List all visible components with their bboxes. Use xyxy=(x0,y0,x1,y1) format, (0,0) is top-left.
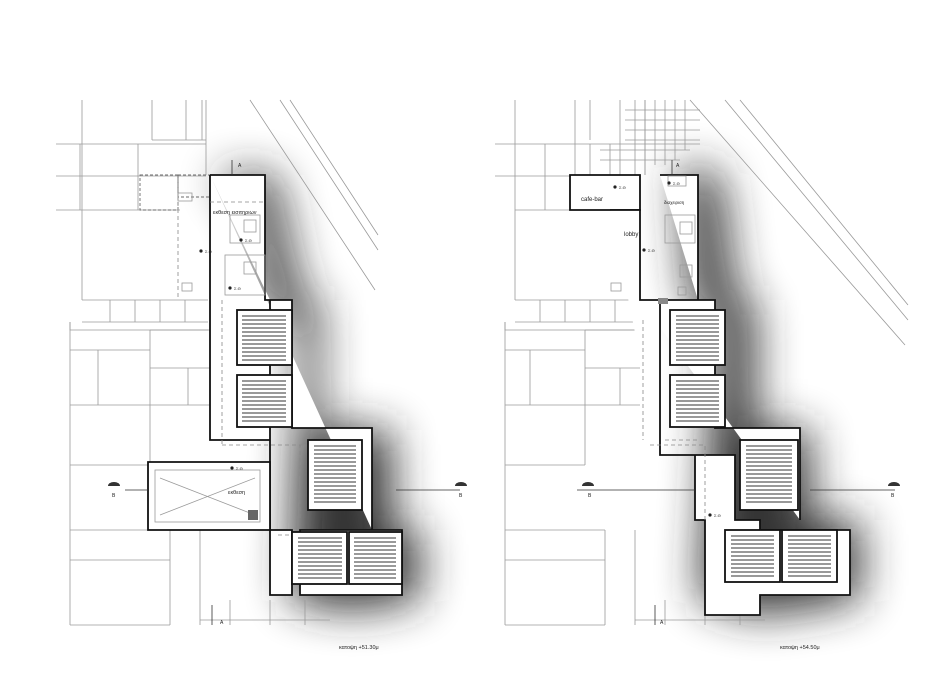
left-building xyxy=(139,174,403,596)
section-mark-a-bottom: A xyxy=(220,620,224,626)
room-label-storage: διαχειριση xyxy=(664,200,685,205)
svg-text:Σ.Θ: Σ.Θ xyxy=(245,238,252,243)
left-seating xyxy=(242,315,396,579)
svg-text:Σ.Θ: Σ.Θ xyxy=(648,248,655,253)
section-mark-b-right: B xyxy=(459,493,463,499)
section-mark-a-top: A xyxy=(238,163,242,169)
svg-text:Σ.Θ: Σ.Θ xyxy=(673,181,680,186)
right-section-lines: A A B B xyxy=(577,160,900,626)
room-label-exhibition-top: εκθεση εισιτηριων xyxy=(213,210,257,216)
left-section-lines: A A B B xyxy=(108,160,467,626)
section-mark-b-right-right: B xyxy=(891,493,895,499)
svg-text:Σ.Θ: Σ.Θ xyxy=(234,286,241,291)
right-building xyxy=(569,174,851,616)
right-plan: A A B B Σ.Θ Σ.Θ Σ.Θ Σ.Θ cafe-bar lobby δ… xyxy=(495,99,909,651)
svg-text:Σ.Θ: Σ.Θ xyxy=(236,466,243,471)
svg-text:Σ.Θ: Σ.Θ xyxy=(714,513,721,518)
room-label-cafe-bar: cafe-bar xyxy=(581,197,603,203)
left-context xyxy=(56,99,379,626)
left-plan: A A B B Σ.Θ Σ.Θ Σ.Θ Σ.Θ εκθεση εισιτηριω… xyxy=(56,99,467,651)
left-plan-caption: κατοψη +51.30μ xyxy=(339,645,379,651)
room-label-exhibition: εκθεση xyxy=(228,490,245,496)
section-mark-b-left-right: B xyxy=(588,493,592,499)
right-level-marks: Σ.Θ Σ.Θ Σ.Θ Σ.Θ xyxy=(613,181,721,518)
svg-text:Σ.Θ: Σ.Θ xyxy=(205,249,212,254)
left-level-marks: Σ.Θ Σ.Θ Σ.Θ Σ.Θ xyxy=(199,238,252,471)
right-context xyxy=(495,99,909,626)
section-mark-b-left: B xyxy=(112,493,116,499)
section-mark-a-bottom-right: A xyxy=(660,620,664,626)
room-label-lobby: lobby xyxy=(624,232,638,238)
section-mark-a-top-right: A xyxy=(676,163,680,169)
right-seating xyxy=(676,315,831,577)
right-plan-caption: κατοψη +54.50μ xyxy=(780,645,820,651)
svg-text:Σ.Θ: Σ.Θ xyxy=(619,185,626,190)
